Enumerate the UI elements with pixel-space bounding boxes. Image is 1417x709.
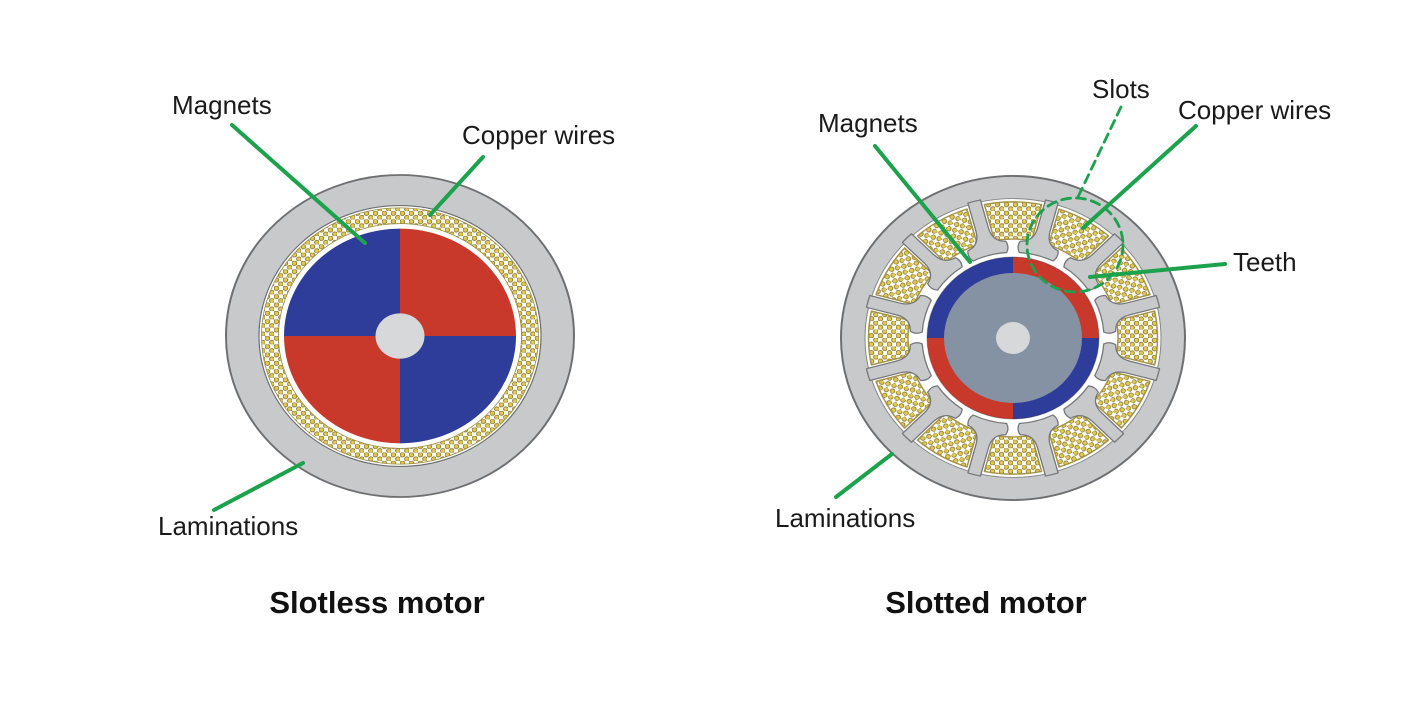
- leader-line-slots-dashed: [1076, 105, 1123, 199]
- slotted-motor-diagram: [840, 175, 1186, 501]
- slot-winding: [983, 434, 1043, 475]
- slotless-magnet-quadrant-top-left: [284, 228, 400, 336]
- slots-highlight-dashed-circle: [1025, 196, 1125, 294]
- leader-line-slotless-magnets: [230, 123, 367, 245]
- leader-line-slotted-magnets: [873, 144, 972, 264]
- slotted-laminations-label: Laminations: [775, 503, 915, 533]
- annotation-labels: Magnets Copper wires Laminations Slotles…: [158, 74, 1331, 620]
- slotless-magnets-label: Magnets: [172, 90, 272, 120]
- slotless-magnet-quadrant-bottom-right: [400, 336, 516, 444]
- slotless-magnet-quadrant-bottom-left: [284, 336, 400, 444]
- slotless-copper-wires-label: Copper wires: [462, 120, 615, 150]
- slotless-motor-title: Slotless motor: [269, 585, 484, 620]
- annotation-lines: [212, 105, 1227, 512]
- slotless-magnet-quadrant-top-right: [400, 228, 516, 336]
- leader-line-slotted-laminations: [834, 452, 894, 499]
- slot-winding: [867, 310, 911, 366]
- slotless-laminations-label: Laminations: [158, 511, 298, 541]
- slotted-shaft: [996, 321, 1030, 355]
- slotted-teeth-label: Teeth: [1233, 247, 1297, 277]
- slotted-magnet-ring-outline: [926, 256, 1100, 420]
- leader-line-slotted-copper-wires: [1081, 124, 1198, 230]
- leader-line-slotless-laminations: [212, 461, 305, 512]
- slotted-copper-wires-label: Copper wires: [1178, 95, 1331, 125]
- slotted-motor-title: Slotted motor: [885, 585, 1087, 620]
- slotted-slots-label: Slots: [1092, 74, 1150, 104]
- slot-winding: [1115, 310, 1159, 366]
- slotless-shaft: [375, 313, 425, 359]
- slotless-motor-diagram: [225, 174, 575, 498]
- leader-line-slotless-copper-wires: [428, 155, 485, 217]
- slotted-magnets-label: Magnets: [818, 108, 918, 138]
